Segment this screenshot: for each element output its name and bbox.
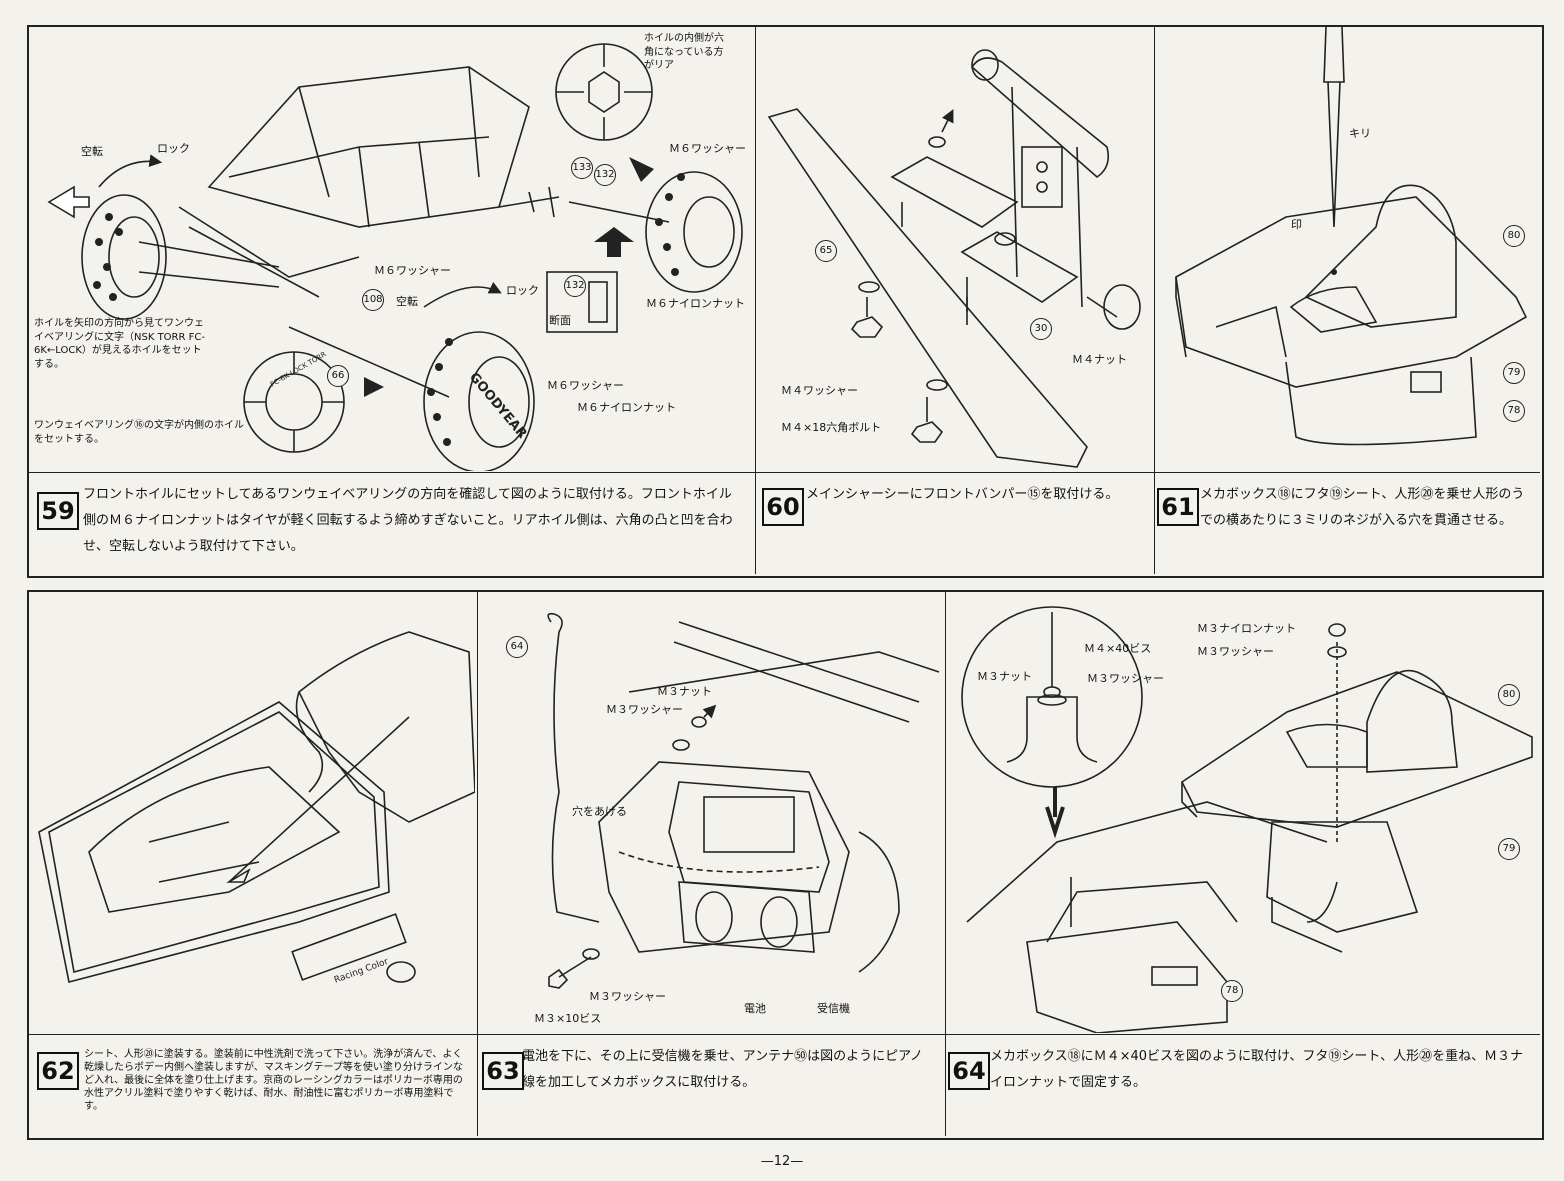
step-64-number: 64 — [948, 1052, 990, 1090]
step-59-illustration: GOODYEAR FC-6K LOCK TORR 空転 ロック ホイルの内側が六… — [29, 27, 753, 471]
step-63-number: 63 — [482, 1052, 524, 1090]
part-66: 66 — [327, 365, 349, 387]
label-lock-mid: ロック — [506, 284, 539, 297]
label-m3-washer-bottom: Ｍ３ワッシャー — [589, 990, 666, 1003]
label-m3-washer-b: Ｍ３ワッシャー — [1087, 672, 1164, 685]
step-64-caption: メカボックス⑱にＭ４×40ビスを図のように取付け、フタ⑲シート、人形⑳を重ね、Ｍ… — [990, 1049, 1524, 1090]
label-hex-note: ホイルの内側が六角になっている方がリア — [644, 33, 724, 71]
label-m4-bolt: Ｍ４×18六角ボルト — [781, 421, 882, 434]
divider-60-61 — [1154, 25, 1155, 574]
part-132-b: 132 — [564, 275, 586, 297]
part-79-b: 79 — [1498, 838, 1520, 860]
bearing-marking-text: FC-6K LOCK TORR — [269, 350, 328, 389]
painting-body-drawing: Racing Color — [38, 631, 475, 986]
part-64: 64 — [506, 636, 528, 658]
step-61-caption: メカボックス⑱にフタ⑲シート、人形⑳を乗せ人形のうでの横あたりに３ミリのネジが入… — [1200, 487, 1525, 528]
label-m3-washer: Ｍ３ワッシャー — [1197, 645, 1274, 658]
label-m3-washer-top: Ｍ３ワッシャー — [606, 703, 683, 716]
step-62-number: 62 — [37, 1052, 79, 1090]
step-60-illustration: Ｍ４ナット Ｍ４ワッシャー Ｍ４×18六角ボルト 65 30 — [757, 27, 1153, 471]
receiver-battery-drawing — [547, 612, 940, 989]
step-60-caption: メインシャーシーにフロントバンパー⑮を取付ける。 — [806, 487, 1119, 502]
bottom-row-frame — [27, 590, 1544, 1140]
front-bumper-drawing — [767, 49, 1141, 468]
part-78-b: 78 — [1221, 980, 1243, 1002]
label-receiver: 受信機 — [817, 1002, 850, 1015]
step-59-number: 59 — [37, 492, 79, 530]
label-m6-nylon-nut-right: Ｍ６ナイロンナット — [646, 297, 745, 310]
label-m6-washer-top: Ｍ６ワッシャー — [669, 142, 746, 155]
mech-box-drill-drawing — [1175, 27, 1528, 446]
step-63-caption: 電池を下に、その上に受信機を乗せ、アンテナ㊿は図のようにピアノ線を加工してメカボ… — [522, 1049, 923, 1090]
label-m3-nut: Ｍ３ナット — [657, 685, 712, 698]
step-64-illustration: Ｍ３ナイロンナット Ｍ３ワッシャー Ｍ４×40ビス Ｍ３ナット Ｍ３ワッシャー … — [947, 592, 1538, 1033]
part-132-a: 132 — [594, 164, 616, 186]
label-bearing-note: ワンウェイベアリング⑯の文字が内側のホイルをセットする。 — [34, 420, 244, 445]
step-61-illustration: キリ 印 80 79 78 — [1156, 27, 1538, 471]
label-drill-hole: 穴をあける — [572, 805, 627, 818]
label-m6-washer-mid: Ｍ６ワッシャー — [374, 264, 451, 277]
part-30: 30 — [1030, 318, 1052, 340]
step-63-illustration: Ｍ３ナット Ｍ３ワッシャー 穴をあける Ｍ３ワッシャー Ｍ３×10ビス 電池 受… — [479, 592, 944, 1033]
part-80: 80 — [1503, 225, 1525, 247]
step-62-illustration: Racing Color — [29, 592, 475, 1033]
paint-tube-label: Racing Color — [333, 957, 390, 986]
label-idle-mid: 空転 — [396, 295, 418, 308]
bottom-caption-divider — [27, 1034, 1540, 1035]
label-mark: 印 — [1291, 218, 1302, 231]
part-79: 79 — [1503, 362, 1525, 384]
mech-box-assembly-drawing — [961, 606, 1533, 1033]
top-row-frame — [27, 25, 1544, 578]
divider-59-60 — [755, 25, 756, 574]
label-lock-left: ロック — [157, 142, 190, 155]
divider-62-63 — [477, 590, 478, 1136]
label-m4-washer: Ｍ４ワッシャー — [781, 384, 858, 397]
page-number: —12— — [760, 1154, 804, 1169]
buggy-front-wheel-drawing: GOODYEAR FC-6K LOCK TORR — [47, 43, 743, 471]
label-drill: キリ — [1349, 127, 1371, 140]
label-m3-nylon-nut: Ｍ３ナイロンナット — [1197, 622, 1296, 635]
label-m6-washer-bottom: Ｍ６ワッシャー — [547, 379, 624, 392]
step-59-caption: フロントホイルにセットしてあるワンウェイベアリングの方向を確認して図のように取付… — [83, 487, 733, 554]
part-133: 133 — [571, 157, 593, 179]
part-108: 108 — [362, 289, 384, 311]
part-65: 65 — [815, 240, 837, 262]
step-62-caption: シート、人形⑳に塗装する。塗装前に中性洗剤で洗って下さい。洗浄が済んで、よく乾燥… — [84, 1049, 463, 1112]
label-m6-nylon-nut-bottom: Ｍ６ナイロンナット — [577, 401, 676, 414]
label-m4-screw: Ｍ４×40ビス — [1084, 642, 1152, 655]
label-m3-nut-b: Ｍ３ナット — [977, 670, 1032, 683]
divider-63-64 — [945, 590, 946, 1136]
label-battery: 電池 — [744, 1002, 766, 1015]
label-idle-left: 空転 — [81, 145, 103, 158]
label-arrow-note: ホイルを矢印の方向から見てワンウェイベアリングに文字（NSK TORR FC-6… — [34, 318, 205, 370]
label-section: 断面 — [549, 314, 571, 327]
part-78: 78 — [1503, 400, 1525, 422]
label-m4-nut: Ｍ４ナット — [1072, 353, 1127, 366]
step-60-number: 60 — [762, 488, 804, 526]
label-m3-screw: Ｍ３×10ビス — [534, 1012, 602, 1025]
top-caption-divider — [27, 472, 1540, 473]
part-80-b: 80 — [1498, 684, 1520, 706]
step-61-number: 61 — [1157, 488, 1199, 526]
